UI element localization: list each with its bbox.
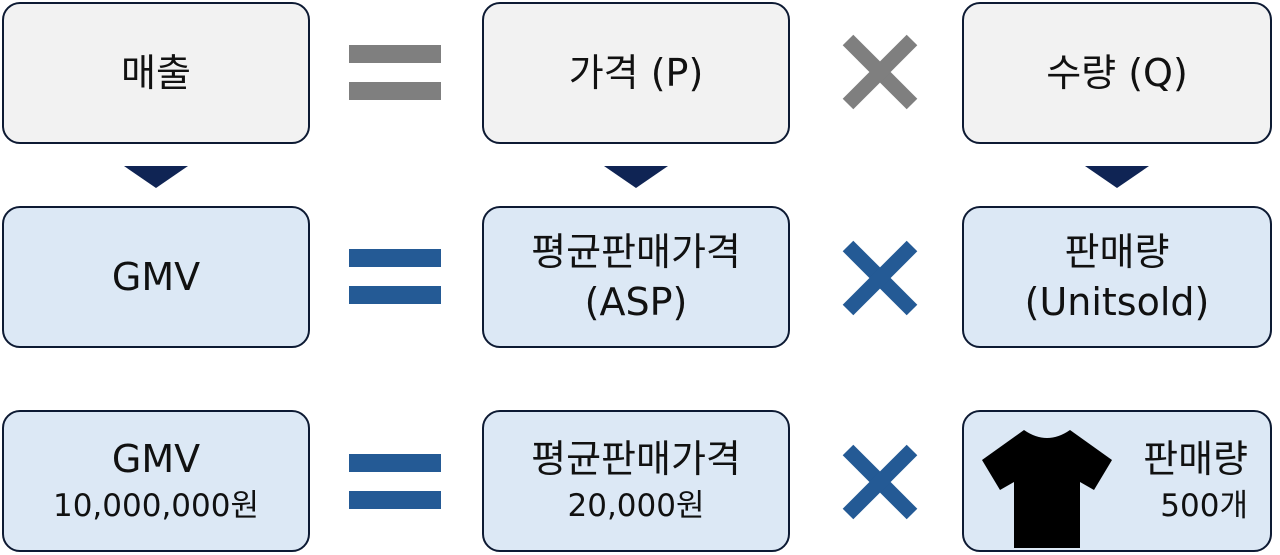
asp-example-label: 평균판매가격 bbox=[531, 437, 741, 481]
units-box: 판매량 (Unitsold) bbox=[962, 206, 1272, 348]
gmv-example-value: 10,000,000원 bbox=[52, 488, 259, 524]
tshirt-icon bbox=[982, 430, 1112, 548]
equals-icon bbox=[349, 45, 441, 100]
gmv-example-label: GMV bbox=[111, 437, 201, 481]
asp-example-value: 20,000원 bbox=[567, 488, 705, 524]
multiply-icon bbox=[842, 444, 918, 520]
gmv-example-box: GMV 10,000,000원 bbox=[2, 410, 310, 552]
multiply-icon bbox=[842, 34, 918, 110]
units-example-label: 판매량 bbox=[1143, 437, 1248, 481]
asp-example-box: 평균판매가격 20,000원 bbox=[482, 410, 790, 552]
asp-abbrev: (ASP) bbox=[584, 280, 688, 324]
down-triangle-icon bbox=[124, 166, 188, 188]
revenue-box: 매출 bbox=[2, 2, 310, 144]
units-example-value: 500개 bbox=[1160, 488, 1248, 524]
gmv-label: GMV bbox=[111, 255, 201, 299]
asp-box: 평균판매가격 (ASP) bbox=[482, 206, 790, 348]
down-triangle-icon bbox=[1085, 166, 1149, 188]
quantity-label: 수량 (Q) bbox=[1046, 51, 1188, 95]
units-example-box: 판매량 500개 bbox=[962, 410, 1272, 552]
units-abbrev: (Unitsold) bbox=[1024, 280, 1210, 324]
multiply-icon bbox=[842, 240, 918, 316]
down-triangle-icon bbox=[604, 166, 668, 188]
units-label: 판매량 bbox=[1064, 230, 1170, 274]
equals-icon bbox=[349, 454, 441, 509]
revenue-label: 매출 bbox=[121, 51, 191, 95]
price-box: 가격 (P) bbox=[482, 2, 790, 144]
quantity-box: 수량 (Q) bbox=[962, 2, 1272, 144]
price-label: 가격 (P) bbox=[568, 51, 704, 95]
equals-icon bbox=[349, 249, 441, 304]
asp-label: 평균판매가격 bbox=[531, 230, 741, 274]
gmv-box: GMV bbox=[2, 206, 310, 348]
units-example-text: 판매량 500개 bbox=[1143, 434, 1248, 528]
